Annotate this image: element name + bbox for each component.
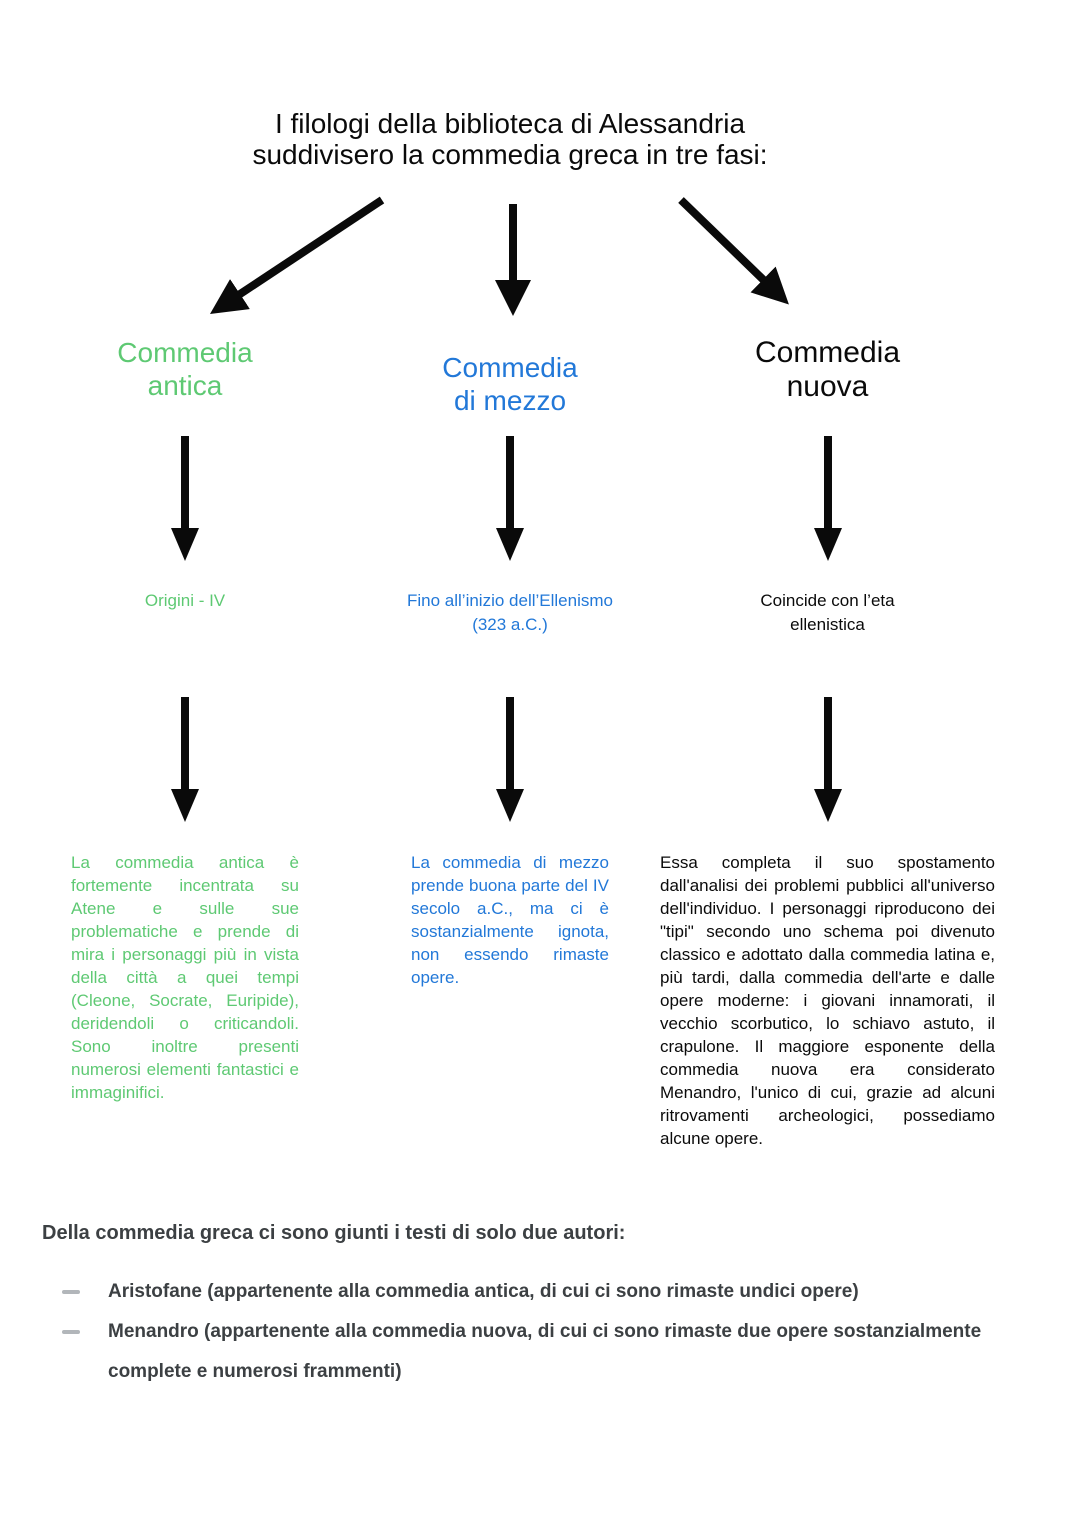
list-item: Aristofane (appartenente alla commedia a… [42, 1272, 1080, 1312]
arrow-down-icon [496, 697, 524, 822]
description-text: Essa completa il suo spostamento dall'an… [660, 853, 995, 1148]
arrow-down-icon [171, 697, 199, 822]
arrow-down-left-icon [209, 196, 385, 314]
arrow-slot [492, 434, 528, 561]
arrow-down-right-icon [678, 197, 789, 305]
description-text: La commedia antica è fortemente incentra… [71, 853, 299, 1102]
description-text: La commedia di mezzo prende buona parte … [411, 853, 609, 987]
phases-columns: Commedia antica Origini - IV La commedia… [0, 336, 1080, 1150]
arrow-down-icon [496, 436, 524, 561]
arrow-down-icon [171, 436, 199, 561]
column-commedia-antica: Commedia antica Origini - IV La commedia… [55, 336, 315, 1104]
period-label: Fino all’inizio dell’Ellenismo (323 a.C.… [407, 591, 613, 634]
authors-list: Aristofane (appartenente alla commedia a… [42, 1272, 1080, 1392]
authors-section: Della commedia greca ci sono giunti i te… [0, 1220, 1080, 1392]
arrow-slot [167, 434, 203, 561]
footer-heading: Della commedia greca ci sono giunti i te… [42, 1222, 626, 1244]
period-label: Origini - IV [144, 591, 226, 610]
arrow-slot [810, 434, 846, 561]
list-item: Menandro (appartenente alla commedia nuo… [42, 1312, 1080, 1392]
arrow-slot [810, 695, 846, 827]
column-heading: Commedia antica [117, 337, 253, 401]
dash-bullet-icon [62, 1330, 80, 1334]
column-heading: Commedia nuova [754, 336, 901, 403]
column-heading: Commedia di mezzo [442, 352, 578, 416]
dash-bullet-icon [62, 1290, 80, 1294]
arrow-slot [492, 695, 528, 827]
column-commedia-nuova: Commedia nuova Coincide con l’eta elleni… [660, 336, 995, 1150]
arrow-down-icon [813, 436, 842, 561]
branch-arrows [209, 196, 789, 316]
period-label: Coincide con l’eta ellenistica [760, 591, 895, 634]
diagram-title: I filologi della biblioteca di Alessandr… [252, 108, 768, 170]
arrow-down-icon [813, 697, 842, 822]
list-item-text: Menandro (appartenente alla commedia nuo… [108, 1321, 982, 1382]
column-commedia-di-mezzo: Commedia di mezzo Fino all’inizio dell’E… [385, 336, 635, 989]
list-item-text: Aristofane (appartenente alla commedia a… [108, 1281, 859, 1302]
arrow-slot [167, 695, 203, 827]
